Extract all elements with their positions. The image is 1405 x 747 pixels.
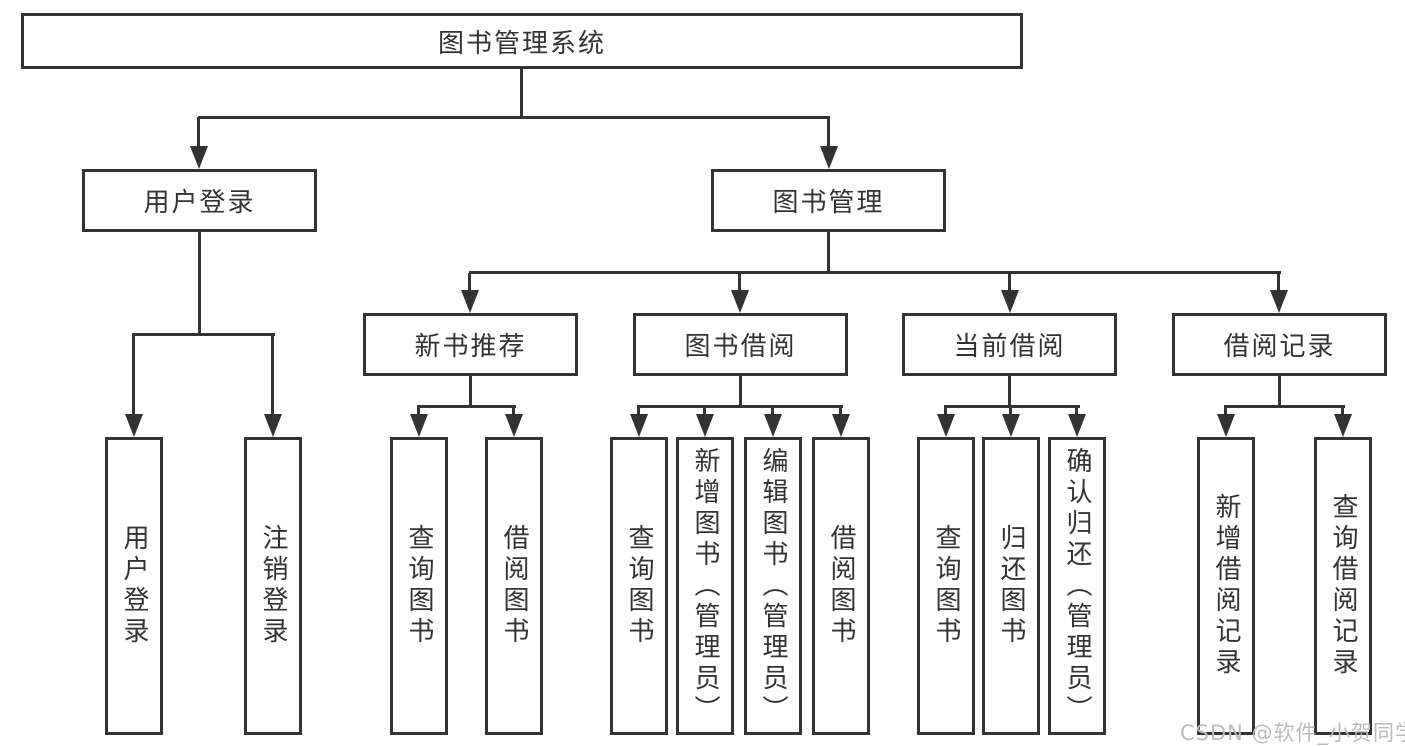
leaf-nb-borrow-book: 借阅图书 (485, 437, 543, 735)
connector-line (1224, 405, 1345, 408)
node-book-borrow: 图书借阅 (633, 313, 848, 376)
connector-line (271, 335, 274, 416)
arrowhead-down-icon (505, 414, 523, 437)
node-book-management: 图书管理 (711, 169, 946, 232)
connector-line (703, 407, 706, 416)
connector-line (198, 116, 830, 119)
arrowhead-down-icon (461, 290, 479, 313)
arrowhead-down-icon (832, 414, 850, 437)
arrowhead-down-icon (125, 414, 143, 437)
leaf-cb-return-book: 归还图书 (982, 437, 1040, 735)
connector-line (469, 271, 1281, 274)
connector-line (637, 405, 843, 408)
leaf-nb-query-book: 查询图书 (390, 437, 448, 735)
arrowhead-down-icon (190, 146, 208, 169)
connector-line (1075, 407, 1078, 416)
leaf-logout: 注销登录 (244, 437, 302, 735)
connector-line (739, 376, 742, 407)
connector-line (1009, 407, 1012, 416)
arrowhead-down-icon (1334, 414, 1352, 437)
leaf-bb-edit-book-admin: 编辑图书（管理员） (744, 437, 802, 735)
arrowhead-down-icon (696, 414, 714, 437)
connector-line (1341, 407, 1344, 416)
connector-line (512, 407, 515, 416)
leaf-br-query-record: 查询借阅记录 (1314, 437, 1372, 735)
leaf-user-login: 用户登录 (105, 437, 163, 735)
connector-line (417, 407, 420, 416)
arrowhead-down-icon (630, 414, 648, 437)
connector-line (944, 405, 1080, 408)
connector-line (1278, 376, 1281, 407)
leaf-bb-query-book: 查询图书 (610, 437, 668, 735)
watermark: CSDN @软件_小贺同学 (1180, 721, 1405, 745)
leaf-cb-confirm-return-admin: 确认归还（管理员） (1048, 437, 1106, 735)
connector-line (1008, 273, 1011, 292)
connector-line (771, 407, 774, 416)
connector-line (827, 117, 830, 148)
node-borrow-records: 借阅记录 (1172, 313, 1387, 376)
arrowhead-down-icon (1001, 290, 1019, 313)
leaf-bb-borrow-book: 借阅图书 (812, 437, 870, 735)
connector-line (469, 376, 472, 407)
connector-line (1277, 273, 1280, 292)
connector-line (944, 407, 947, 416)
leaf-bb-add-book-admin: 新增图书（管理员） (676, 437, 734, 735)
connector-line (132, 333, 275, 336)
arrowhead-down-icon (410, 414, 428, 437)
connector-line (417, 405, 516, 408)
node-current-borrow: 当前借阅 (902, 313, 1117, 376)
node-root-library-system: 图书管理系统 (21, 13, 1023, 69)
arrowhead-down-icon (1217, 414, 1235, 437)
connector-line (198, 232, 201, 335)
connector-line (520, 69, 523, 118)
node-new-book-recommend: 新书推荐 (363, 313, 578, 376)
arrowhead-down-icon (1270, 290, 1288, 313)
arrowhead-down-icon (1068, 414, 1086, 437)
arrowhead-down-icon (264, 414, 282, 437)
connector-line (1008, 376, 1011, 407)
arrowhead-down-icon (820, 146, 838, 169)
node-user-login: 用户登录 (82, 169, 317, 232)
arrowhead-down-icon (1002, 414, 1020, 437)
connector-line (839, 407, 842, 416)
connector-line (468, 273, 471, 292)
connector-line (1224, 407, 1227, 416)
arrowhead-down-icon (731, 290, 749, 313)
connector-line (827, 232, 830, 273)
leaf-cb-query-book: 查询图书 (917, 437, 975, 735)
connector-line (132, 335, 135, 416)
arrowhead-down-icon (937, 414, 955, 437)
arrowhead-down-icon (764, 414, 782, 437)
connector-line (738, 273, 741, 292)
connector-line (637, 407, 640, 416)
connector-line (197, 117, 200, 148)
leaf-br-add-record: 新增借阅记录 (1197, 437, 1255, 735)
